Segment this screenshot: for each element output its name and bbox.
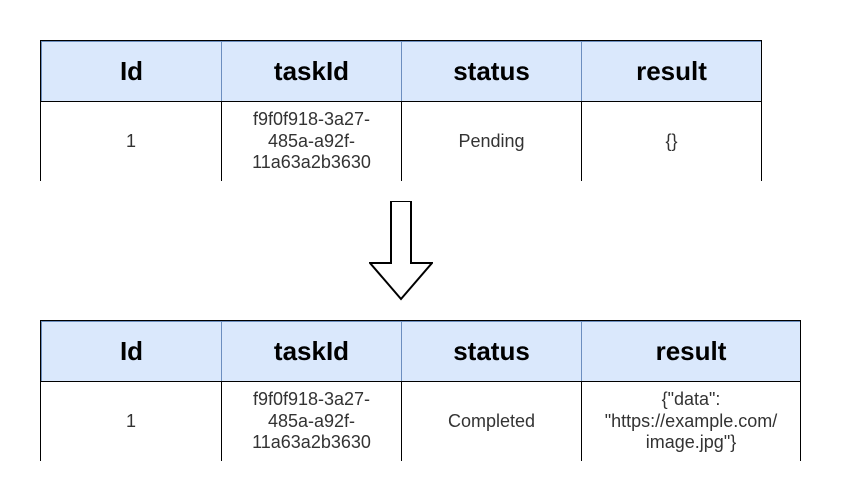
down-arrow-icon [369,201,433,301]
top-header-id: Id [41,41,222,101]
bottom-header-status: status [402,321,582,381]
top-row-id: 1 [41,101,222,181]
bottom-row-status: Completed [402,381,582,461]
top-header-result: result [582,41,761,101]
bottom-row-result: {"data": "https://example.com/ image.jpg… [582,381,800,461]
top-header-task-id: taskId [222,41,402,101]
top-row-task-id: f9f0f918-3a27- 485a-a92f- 11a63a2b3630 [222,101,402,181]
top-header-status: status [402,41,582,101]
bottom-header-result: result [582,321,800,381]
top-row-status: Pending [402,101,582,181]
bottom-header-id: Id [41,321,222,381]
bottom-row-id: 1 [41,381,222,461]
bottom-header-task-id: taskId [222,321,402,381]
top-table: Id taskId status result 1 f9f0f918-3a27-… [40,40,762,181]
bottom-row-task-id: f9f0f918-3a27- 485a-a92f- 11a63a2b3630 [222,381,402,461]
top-row-result: {} [582,101,761,181]
bottom-table: Id taskId status result 1 f9f0f918-3a27-… [40,320,801,461]
